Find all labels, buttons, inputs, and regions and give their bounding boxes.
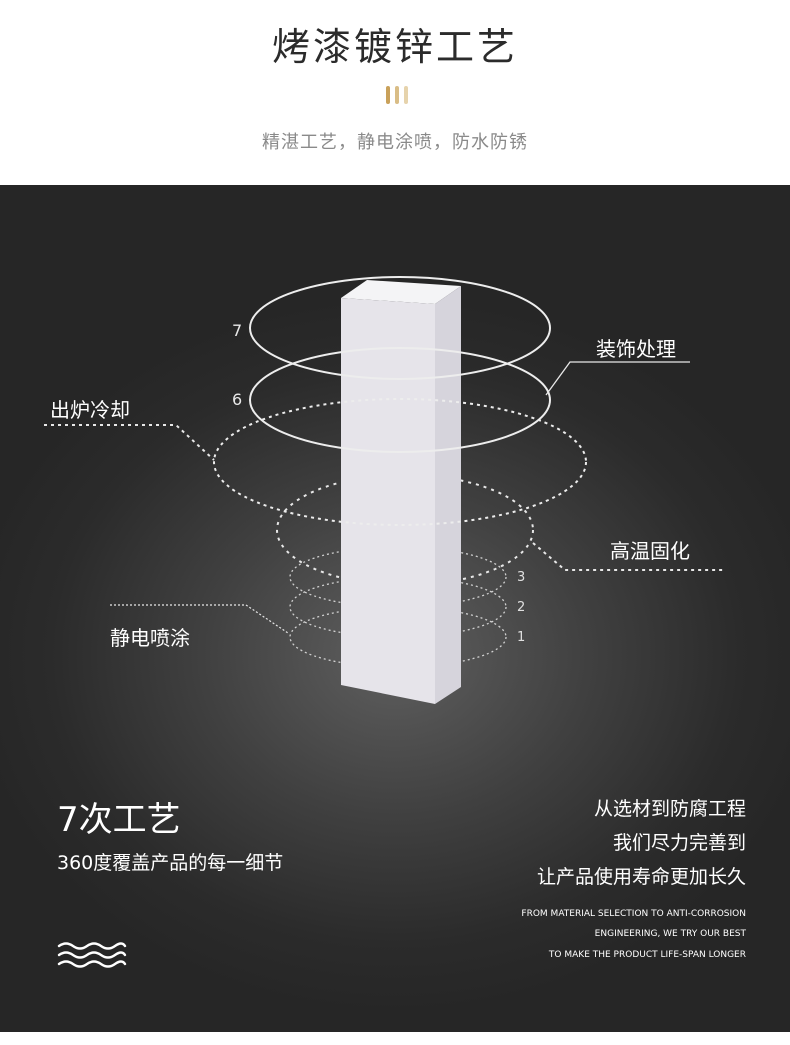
accent-bars-icon — [386, 86, 416, 104]
header-section: 烤漆镀锌工艺 精湛工艺，静电涂喷，防水防锈 — [0, 0, 790, 185]
ring-6 — [249, 347, 551, 453]
label-spraying: 静电喷涂 — [110, 626, 190, 650]
label-cooling: 出炉冷却 — [50, 398, 130, 422]
bottom-margin — [0, 1032, 790, 1045]
right-line-3: 让产品使用寿命更加长久 — [536, 866, 746, 888]
column-block — [341, 280, 461, 704]
right-line-2: 我们尽力完善到 — [612, 832, 746, 854]
ring-number-3: 3 — [517, 570, 526, 585]
ring-number-2: 2 — [517, 600, 526, 615]
ring-number-6: 6 — [232, 390, 243, 409]
page-subtitle: 精湛工艺，静电涂喷，防水防锈 — [262, 132, 528, 153]
leader-curing — [532, 542, 725, 571]
english-line-1: FROM MATERIAL SELECTION TO ANTI-CORROSIO… — [521, 909, 746, 919]
leader-spraying — [110, 604, 289, 634]
wave-icon — [57, 942, 127, 968]
english-line-2: ENGINEERING, WE TRY OUR BEST — [594, 929, 746, 939]
ring-7 — [249, 276, 551, 380]
footer-subheading: 360度覆盖产品的每一细节 — [57, 852, 284, 874]
leader-cooling — [44, 424, 215, 461]
footer-heading: 7次工艺 — [57, 800, 181, 840]
leader-decor — [545, 361, 690, 396]
page-title: 烤漆镀锌工艺 — [271, 25, 518, 69]
english-line-3: TO MAKE THE PRODUCT LIFE-SPAN LONGER — [548, 950, 746, 960]
label-decor: 装饰处理 — [596, 337, 676, 361]
label-curing: 高温固化 — [610, 539, 690, 563]
ring-cooling — [213, 398, 587, 526]
ring-number-1: 1 — [517, 630, 526, 645]
right-line-1: 从选材到防腐工程 — [593, 798, 746, 820]
ring-number-7: 7 — [232, 321, 243, 340]
process-diagram — [44, 276, 725, 704]
